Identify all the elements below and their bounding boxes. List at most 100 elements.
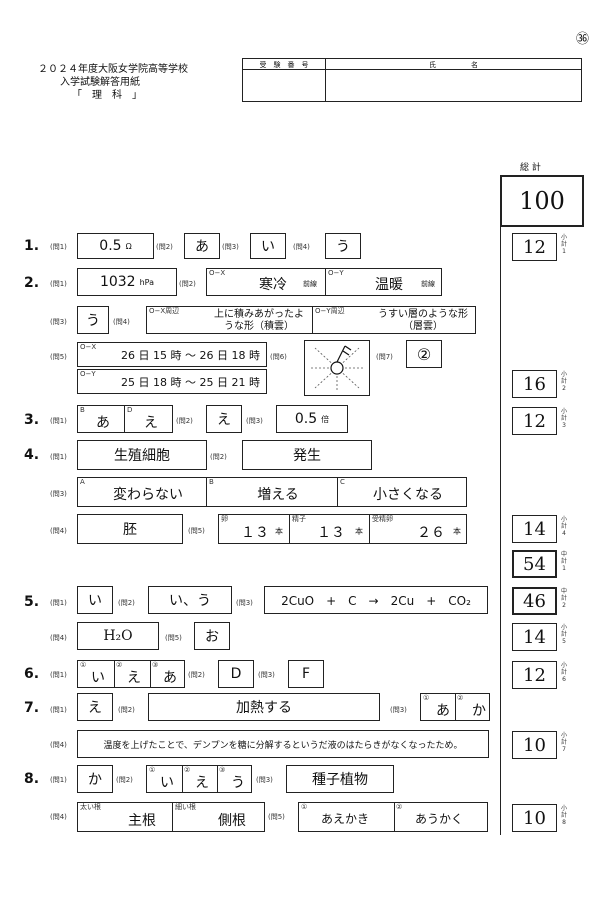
subject-title: 「 理 科 」 bbox=[72, 90, 142, 101]
q2-7-label: (問7) bbox=[376, 353, 393, 361]
q4-3-answer[interactable]: A 変わらない B 増える C 小さくなる bbox=[77, 477, 467, 507]
q5-3-answer[interactable]: 2CuO + C → 2Cu + CO₂ bbox=[264, 586, 488, 614]
subtotal-4: 14 bbox=[512, 515, 557, 543]
q2-5-label: (問5) bbox=[50, 353, 67, 361]
subtotal-2-label: 小計2 bbox=[560, 371, 567, 392]
q7-2-label: (問2) bbox=[118, 706, 135, 714]
q4-1-answer[interactable]: 生殖細胞 bbox=[77, 440, 207, 470]
q5-1-answer[interactable]: い bbox=[77, 586, 113, 614]
section-6-number: 6. bbox=[24, 666, 40, 682]
midtotal-2: 46 bbox=[512, 587, 557, 615]
q8-3-label: (問3) bbox=[256, 776, 273, 784]
q4-2-answer[interactable]: 発生 bbox=[242, 440, 372, 470]
q2-3-label: (問3) bbox=[50, 318, 67, 326]
q7-4-answer[interactable]: 温度を上げたことで、デンプンを糖に分解するというだ液のはたらきがなくなったため。 bbox=[77, 730, 489, 758]
q8-4-answer[interactable]: 太い根 主根 細い根 側根 bbox=[77, 802, 265, 832]
q8-4-label: (問4) bbox=[50, 813, 67, 821]
q1-2-answer[interactable]: あ bbox=[184, 233, 220, 259]
subtotal-5-label: 小計5 bbox=[560, 624, 567, 645]
q2-4-label: (問4) bbox=[113, 318, 130, 326]
subtotal-5: 14 bbox=[512, 623, 557, 651]
q8-1-answer[interactable]: か bbox=[77, 765, 113, 793]
q8-5-answer[interactable]: ① あえかき ② あうかく bbox=[298, 802, 488, 832]
name-field[interactable] bbox=[326, 70, 581, 101]
q3-1-label: (問1) bbox=[50, 417, 67, 425]
midtotal-1: 54 bbox=[512, 550, 557, 578]
q2-5-ox-answer[interactable]: O−X 26 日 15 時 〜 26 日 18 時 bbox=[77, 342, 267, 367]
page-number: ㊱ bbox=[576, 32, 590, 47]
q3-2-label: (問2) bbox=[176, 417, 193, 425]
q1-4-label: (問4) bbox=[293, 243, 310, 251]
q4-5-label: (問5) bbox=[188, 527, 205, 535]
q4-4-answer[interactable]: 胚 bbox=[77, 514, 183, 544]
total-label: 総 計 bbox=[520, 163, 541, 173]
q1-2-label: (問2) bbox=[156, 243, 173, 251]
q7-1-answer[interactable]: え bbox=[77, 693, 113, 721]
q1-3-label: (問3) bbox=[222, 243, 239, 251]
q5-1-label: (問1) bbox=[50, 599, 67, 607]
subtotal-1: 12 bbox=[512, 233, 557, 261]
q8-2-answer[interactable]: ① い ② え ③ う bbox=[146, 765, 252, 793]
subtotal-7-label: 小計7 bbox=[560, 732, 567, 753]
section-2-number: 2. bbox=[24, 275, 40, 291]
candidate-info-table: 受 験 番 号 氏 名 bbox=[242, 58, 582, 102]
q2-2-ox-tag: O−X bbox=[209, 269, 226, 277]
q5-5-answer[interactable]: お bbox=[194, 622, 230, 650]
q2-3-answer[interactable]: う bbox=[77, 306, 109, 334]
q5-4-label: (問4) bbox=[50, 634, 67, 642]
q6-3-answer[interactable]: F bbox=[288, 660, 324, 688]
q2-2-answer[interactable]: O−X 寒冷 前線 O−Y 温暖 前線 bbox=[206, 268, 442, 296]
exam-number-field[interactable] bbox=[243, 70, 325, 101]
q1-3-answer[interactable]: い bbox=[250, 233, 286, 259]
midtotal-1-label: 中計1 bbox=[560, 551, 567, 572]
weather-symbol-icon bbox=[311, 345, 363, 392]
q7-3-label: (問3) bbox=[390, 706, 407, 714]
q7-4-label: (問4) bbox=[50, 741, 67, 749]
q2-5-oy-answer[interactable]: O−Y 25 日 18 時 〜 25 日 21 時 bbox=[77, 369, 267, 394]
q2-6-answer[interactable] bbox=[304, 340, 370, 396]
subtotal-6: 12 bbox=[512, 661, 557, 689]
subtotal-7: 10 bbox=[512, 731, 557, 759]
q6-2-answer[interactable]: D bbox=[218, 660, 254, 688]
q3-1-answer[interactable]: B あ D え bbox=[77, 405, 173, 433]
q5-5-label: (問5) bbox=[165, 634, 182, 642]
q3-3-label: (問3) bbox=[246, 417, 263, 425]
subtotal-3: 12 bbox=[512, 407, 557, 435]
q8-3-answer[interactable]: 種子植物 bbox=[286, 765, 394, 793]
q7-1-label: (問1) bbox=[50, 706, 67, 714]
exam-number-label: 受 験 番 号 bbox=[259, 61, 309, 69]
q6-1-answer[interactable]: ① い ② え ③ あ bbox=[77, 660, 185, 688]
q6-2-label: (問2) bbox=[188, 671, 205, 679]
subtotal-6-label: 小計6 bbox=[560, 662, 567, 683]
q1-4-answer[interactable]: う bbox=[325, 233, 361, 259]
q4-1-label: (問1) bbox=[50, 453, 67, 461]
q3-2-answer[interactable]: え bbox=[206, 405, 242, 433]
q2-2-oy-tag: O−Y bbox=[328, 269, 344, 277]
q5-3-label: (問3) bbox=[236, 599, 253, 607]
total-score: 100 bbox=[500, 175, 584, 227]
q5-2-label: (問2) bbox=[118, 599, 135, 607]
q8-1-label: (問1) bbox=[50, 776, 67, 784]
q4-2-label: (問2) bbox=[210, 453, 227, 461]
q4-3-label: (問3) bbox=[50, 490, 67, 498]
q7-3-answer[interactable]: ① あ ② か bbox=[420, 693, 490, 721]
q1-1-label: (問1) bbox=[50, 243, 67, 251]
q2-4-answer[interactable]: O−X周辺 上に積みあがったような形（積雲） O−Y周辺 うすい層のような形（層… bbox=[146, 306, 476, 334]
subtotal-2: 16 bbox=[512, 370, 557, 398]
q2-7-answer[interactable]: ② bbox=[406, 340, 442, 368]
section-1-number: 1. bbox=[24, 238, 40, 254]
q4-5-answer[interactable]: 卵 １３ 本 精子 １３ 本 受精卵 ２６ 本 bbox=[218, 514, 467, 544]
q4-4-label: (問4) bbox=[50, 527, 67, 535]
q7-2-answer[interactable]: 加熱する bbox=[148, 693, 380, 721]
section-5-number: 5. bbox=[24, 594, 40, 610]
q6-1-label: (問1) bbox=[50, 671, 67, 679]
q5-4-answer[interactable]: H₂O bbox=[77, 622, 159, 650]
q5-2-answer[interactable]: い、う bbox=[148, 586, 232, 614]
section-7-number: 7. bbox=[24, 700, 40, 716]
subtotal-4-label: 小計4 bbox=[560, 516, 567, 537]
score-column-divider bbox=[500, 175, 501, 835]
subtotal-8: 10 bbox=[512, 804, 557, 832]
